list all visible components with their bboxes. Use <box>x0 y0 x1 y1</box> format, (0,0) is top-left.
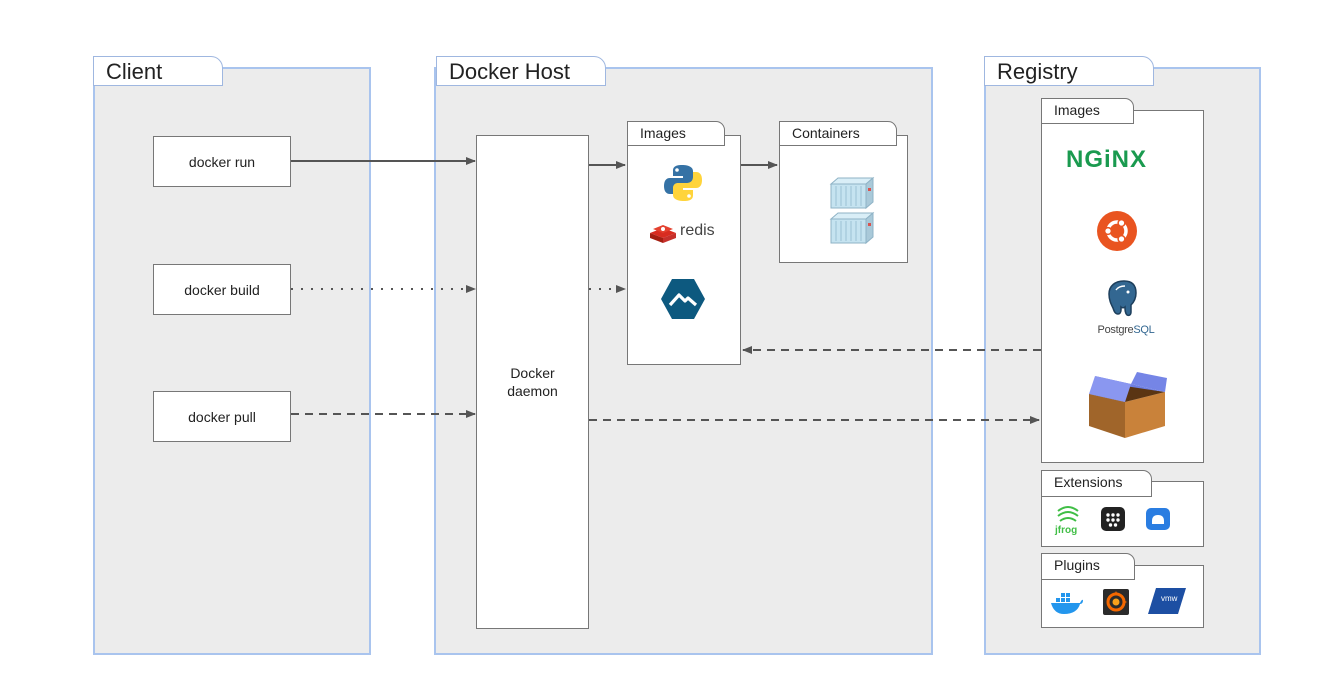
container-icon-1 <box>828 176 876 210</box>
daemon-label-line1: Docker <box>510 365 555 381</box>
docker-pull-command: docker pull <box>153 391 291 442</box>
ubuntu-icon <box>1096 210 1138 252</box>
alpine-icon <box>660 278 706 320</box>
postgresql-label-a: Postgre <box>1097 324 1134 336</box>
registry-plugins-title: Plugins <box>1041 553 1135 580</box>
grid-app-icon <box>1101 507 1125 531</box>
docker-whale-icon <box>1050 590 1084 616</box>
redis-label: redis <box>680 222 715 239</box>
jfrog-icon: jfrog <box>1055 505 1081 539</box>
docker-host-title: Docker Host <box>436 56 606 86</box>
registry-title: Registry <box>984 56 1154 86</box>
daemon-label-line2: daemon <box>507 383 558 399</box>
postgresql-label-b: SQL <box>1133 324 1155 336</box>
postgresql-logo: PostgreSQL <box>1088 278 1164 340</box>
container-icon-2 <box>828 211 876 245</box>
client-title: Client <box>93 56 223 86</box>
registry-extensions-title: Extensions <box>1041 470 1152 497</box>
docker-daemon: Docker daemon <box>476 135 589 629</box>
docker-build-command: docker build <box>153 264 291 315</box>
python-icon <box>662 162 704 204</box>
redis-logo: redis <box>648 219 728 247</box>
docker-run-command: docker run <box>153 136 291 187</box>
host-images-title: Images <box>627 121 725 146</box>
redis-icon <box>650 225 676 243</box>
package-box-icon <box>1085 372 1171 440</box>
registry-images-title: Images <box>1041 98 1134 124</box>
grafana-icon <box>1103 589 1129 615</box>
host-containers-title: Containers <box>779 121 897 146</box>
vmware-icon: vmw <box>1148 588 1186 614</box>
postgresql-elephant-icon <box>1108 280 1137 317</box>
disk-app-icon <box>1146 508 1170 530</box>
vmware-label: vmw <box>1161 594 1178 603</box>
jfrog-label: jfrog <box>1055 525 1078 536</box>
nginx-label: NGiNX <box>1066 146 1148 173</box>
nginx-logo: NGiNX <box>1066 146 1170 174</box>
